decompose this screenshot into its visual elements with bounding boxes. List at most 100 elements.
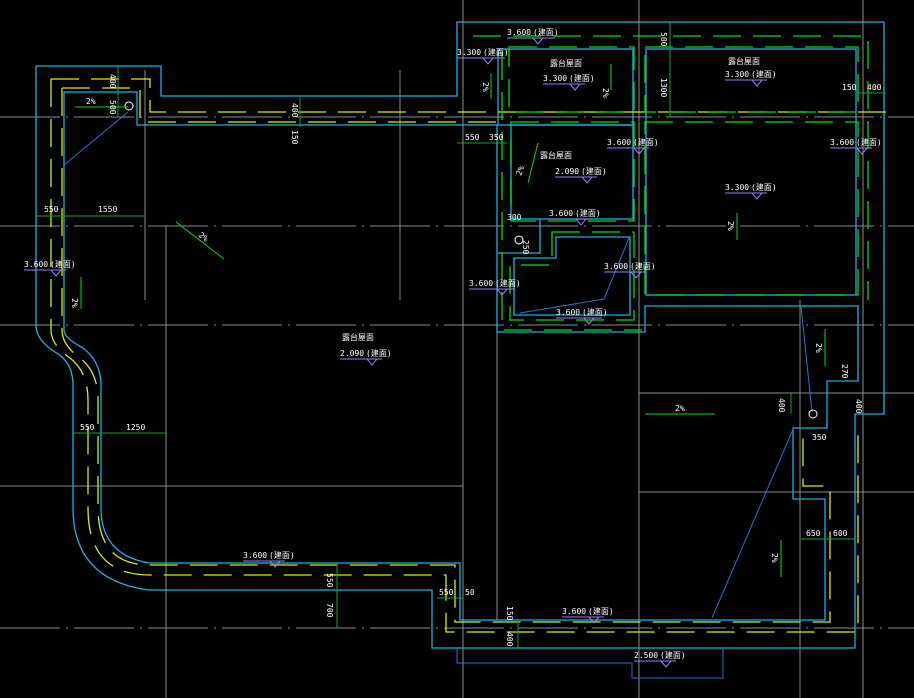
elevation-marker: 3.300(建面) bbox=[543, 73, 595, 91]
elevation-note: (建面) bbox=[569, 73, 595, 83]
elevation-marker: 3.600(建面) bbox=[556, 307, 608, 325]
elevation-note: (建面) bbox=[856, 137, 882, 147]
dimension-text: 270 bbox=[840, 364, 849, 379]
elevation-note: (建面) bbox=[533, 27, 559, 37]
parapet-line bbox=[61, 88, 831, 623]
dimension-text: 550 bbox=[80, 423, 95, 432]
elevation-note: (建面) bbox=[50, 259, 76, 269]
dimension-text: 1300 bbox=[659, 78, 668, 97]
dimension-text: 650 bbox=[806, 529, 821, 538]
dimension-text: 550 bbox=[465, 133, 480, 142]
elevation-note: (建面) bbox=[366, 348, 392, 358]
elevation-note: (建面) bbox=[630, 261, 656, 271]
roof-drain-icon bbox=[514, 235, 524, 245]
roof-drain-icon bbox=[808, 409, 818, 419]
dimension-text: 350 bbox=[812, 433, 827, 442]
parapet-line bbox=[509, 231, 635, 321]
elevation-value: 3.300 bbox=[543, 74, 567, 83]
dimension-text: 150 bbox=[505, 606, 514, 621]
elevation-value: 3.600 bbox=[469, 279, 493, 288]
drain-line bbox=[519, 298, 605, 314]
dimension-labels: 400 500 400 150 550 1550 550 350 300 250… bbox=[44, 32, 882, 647]
dimension-text: 1250 bbox=[126, 423, 145, 432]
elevation-markers: 3.600(建面) 3.300(建面) 3.300(建面) 3.300(建面) … bbox=[24, 27, 882, 668]
elevation-marker: 3.600(建面) bbox=[469, 278, 521, 296]
dimension-text: 600 bbox=[833, 529, 848, 538]
dimension-text: 500 bbox=[659, 32, 668, 47]
dimension-text: 250 bbox=[521, 240, 530, 255]
elevation-note: (建面) bbox=[581, 166, 607, 176]
elevation-marker: 3.600(建面) bbox=[549, 208, 601, 226]
elevation-marker: 2.090(建面) bbox=[555, 166, 607, 184]
elevation-marker: 3.600(建面) bbox=[507, 27, 559, 45]
slope-labels: 2% 2% 2% 2% 2% 2% 2% 2% 2% 2% bbox=[70, 82, 823, 563]
elevation-note: (建面) bbox=[751, 182, 777, 192]
elevation-marker: 3.300(建面) bbox=[725, 182, 777, 200]
elevation-value: 3.600 bbox=[830, 138, 854, 147]
elevation-value: 3.600 bbox=[556, 308, 580, 317]
parapet-line bbox=[50, 79, 859, 633]
room-label: 露台屋面 bbox=[728, 56, 760, 66]
drain-line bbox=[603, 237, 630, 300]
elevation-note: (建面) bbox=[751, 69, 777, 79]
roof-drain-icon bbox=[124, 101, 134, 111]
elevation-note: (建面) bbox=[582, 307, 608, 317]
dimension-text: 700 bbox=[325, 603, 334, 618]
parapet-line bbox=[473, 35, 869, 300]
drain-line bbox=[711, 426, 795, 619]
elevation-value: 3.600 bbox=[604, 262, 628, 271]
elevation-marker: 3.600(建面) bbox=[607, 137, 659, 155]
slope-label: 2% bbox=[601, 88, 610, 98]
elevation-value: 3.600 bbox=[549, 209, 573, 218]
slope-arrow bbox=[175, 221, 225, 260]
room-wall bbox=[498, 219, 541, 254]
parapet-line bbox=[644, 46, 859, 113]
elevation-value: 2.090 bbox=[555, 167, 579, 176]
elevation-value: 2.090 bbox=[340, 349, 364, 358]
elevation-value: 3.600 bbox=[562, 607, 586, 616]
drain-line bbox=[800, 305, 813, 413]
slope-label: 2% bbox=[770, 553, 779, 563]
elevation-note: (建面) bbox=[633, 137, 659, 147]
elevation-value: 2.500 bbox=[634, 651, 658, 660]
dimension-text: 550 bbox=[44, 205, 59, 214]
elevation-value: 3.600 bbox=[24, 260, 48, 269]
elevation-marker: 3.600(建面) bbox=[24, 259, 76, 277]
dimension-text: 150 bbox=[842, 83, 857, 92]
elevation-marker: 2.090(建面) bbox=[340, 348, 392, 366]
walls bbox=[35, 21, 885, 679]
elevation-note: (建面) bbox=[269, 550, 295, 560]
slope-arrow bbox=[527, 142, 539, 184]
room-wall bbox=[513, 236, 631, 316]
elevation-value: 3.600 bbox=[243, 551, 267, 560]
room-labels: 露台屋面 露台屋面 露台屋面 露台屋面 bbox=[342, 56, 760, 342]
elevation-note: (建面) bbox=[575, 208, 601, 218]
dimension-text: 400 bbox=[108, 74, 117, 89]
canopy-outline bbox=[456, 648, 724, 679]
parapet-line bbox=[644, 121, 859, 296]
elevation-marker: 3.300(建面) bbox=[457, 47, 509, 65]
slope-label: 2% bbox=[86, 97, 96, 106]
dimension-text: 550 bbox=[439, 588, 454, 597]
parapet-lines bbox=[50, 35, 890, 633]
elevation-note: (建面) bbox=[483, 47, 509, 57]
parapet-line bbox=[510, 121, 635, 222]
parapet-line bbox=[508, 46, 635, 113]
slope-label: 2% bbox=[197, 230, 210, 243]
dimension-text: 550 bbox=[325, 573, 334, 588]
slope-label: 2% bbox=[514, 164, 526, 176]
elevation-note: (建面) bbox=[588, 606, 614, 616]
elevation-value: 3.300 bbox=[725, 183, 749, 192]
slope-label: 2% bbox=[481, 82, 490, 92]
dimension-text: 500 bbox=[108, 100, 117, 115]
dimension-text: 400 bbox=[505, 632, 514, 647]
room-wall bbox=[645, 48, 857, 296]
elevation-marker: 3.600(建面) bbox=[830, 137, 882, 155]
slope-label: 2% bbox=[814, 343, 823, 353]
drain-line bbox=[63, 111, 129, 166]
dimension-text: 400 bbox=[290, 103, 299, 118]
outer-wall bbox=[35, 21, 885, 649]
elevation-marker: 2.500(建面) bbox=[634, 650, 686, 668]
slope-label: 2% bbox=[675, 404, 685, 413]
